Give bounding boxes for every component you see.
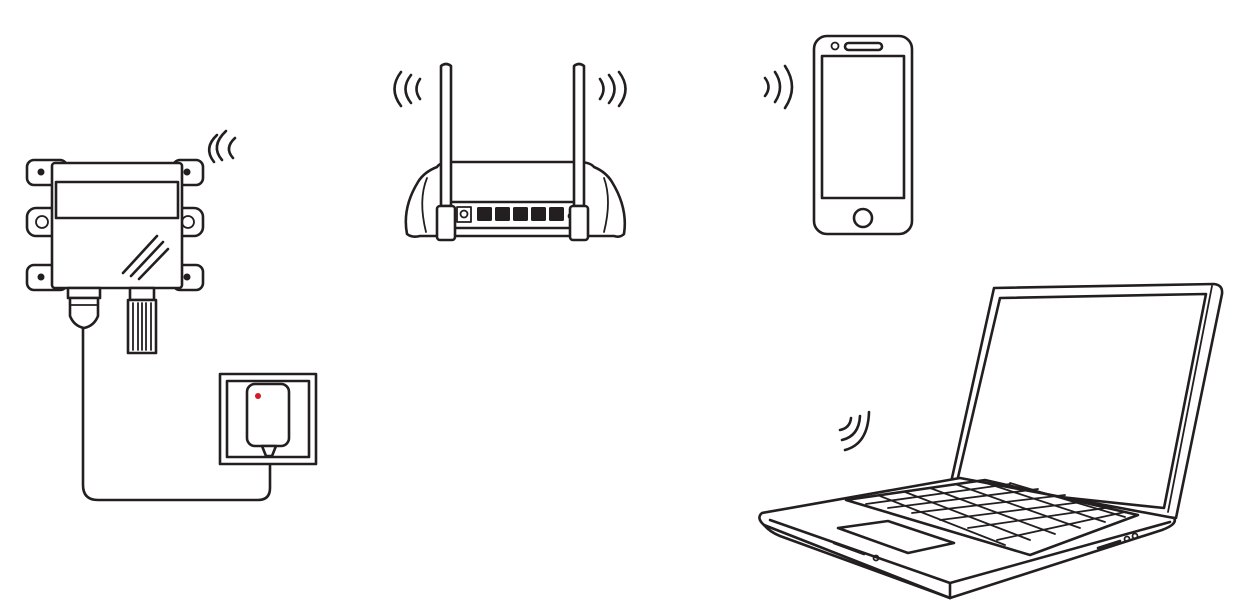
wireless-signal-icon (207, 129, 237, 164)
wireless-signal-icon (763, 64, 794, 110)
wireless-signal-icon (393, 70, 627, 108)
temperature-humidity-sensor-icon (25, 158, 205, 355)
laptop-icon (758, 282, 1224, 600)
wireless-signal-icon (838, 410, 871, 452)
power-cable (81, 326, 272, 502)
wall-power-adapter-icon (218, 372, 318, 466)
wifi-router-icon (393, 62, 627, 242)
smartphone-icon (763, 34, 914, 236)
